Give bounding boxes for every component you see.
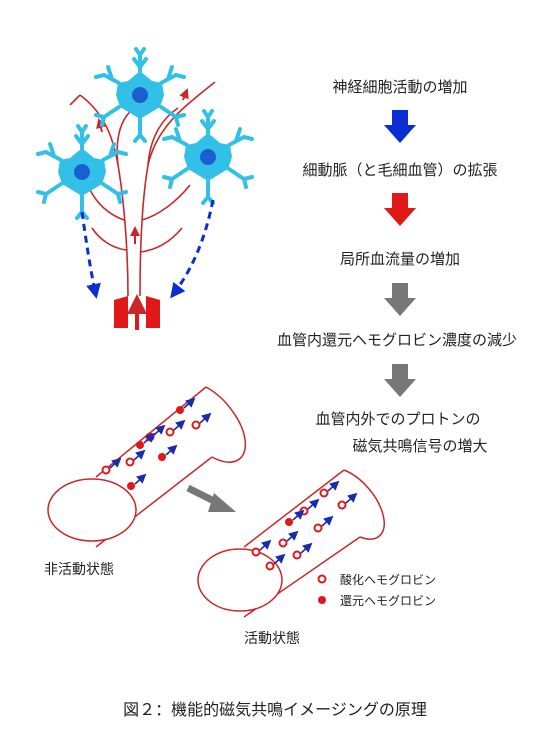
oxy-hb (165, 427, 175, 437)
legend-deoxy-marker (318, 596, 326, 604)
blood-flow-left (114, 296, 128, 328)
legend: 酸化ヘモグロビン 還元ヘモグロビン (317, 572, 436, 608)
down-arrow-gray-2 (384, 364, 416, 397)
vessel-active (197, 469, 385, 618)
deoxy-hb (136, 441, 144, 449)
label-inactive: 非活動状態 (44, 562, 114, 578)
oxy-hb (313, 523, 323, 533)
legend-oxy-label: 酸化ヘモグロビン (340, 572, 436, 587)
spin-vectors-active (259, 480, 358, 565)
legend-oxy-marker (317, 574, 327, 584)
flow-step-5-line2: 磁気共鳴信号の増大 (352, 437, 487, 455)
oxy-hb (299, 506, 309, 516)
oxy-hb (251, 547, 261, 557)
vessel-inactive (47, 386, 247, 548)
legend-deoxy-label: 還元ヘモグロビン (340, 594, 436, 608)
oxy-hb (191, 420, 201, 430)
deoxy-hb (158, 453, 166, 461)
flow-step-5-line1: 血管内外でのプロトンの (315, 410, 480, 428)
flow-step-3: 局所血流量の増加 (340, 250, 460, 268)
down-arrow-red (384, 193, 416, 226)
oxy-hb (101, 465, 111, 475)
signal-arrow-right (170, 199, 215, 299)
oxy-hb (292, 550, 302, 560)
vessel-tree (69, 81, 216, 297)
signal-arrow-left (80, 211, 101, 299)
oxy-hb (337, 500, 347, 510)
flow-step-2: 細動脈（と毛細血管）の拡張 (302, 161, 497, 179)
blood-flow-right (146, 296, 160, 328)
deoxy-hb (176, 406, 184, 414)
transition-arrow (186, 484, 236, 512)
neuron-left (36, 124, 128, 220)
neuron-top (94, 47, 186, 143)
oxy-hb (265, 561, 275, 571)
oxy-hb (125, 457, 135, 467)
oxy-hb (319, 488, 329, 498)
label-active: 活動状態 (244, 631, 300, 647)
figure-caption: 図２：機能的磁気共鳴イメージングの原理 (123, 700, 427, 719)
spin-vectors-inactive (109, 397, 212, 485)
deoxy-hb (285, 518, 293, 526)
flow-step-4: 血管内還元ヘモグロビン濃度の減少 (277, 331, 517, 349)
down-arrow-blue (384, 110, 416, 143)
flow-arrow-right-branch (179, 88, 189, 101)
flow-step-1: 神経細胞活動の増加 (332, 78, 467, 96)
oxy-hb (278, 538, 288, 548)
down-arrow-gray-1 (384, 283, 416, 316)
deoxy-hb (127, 482, 135, 490)
